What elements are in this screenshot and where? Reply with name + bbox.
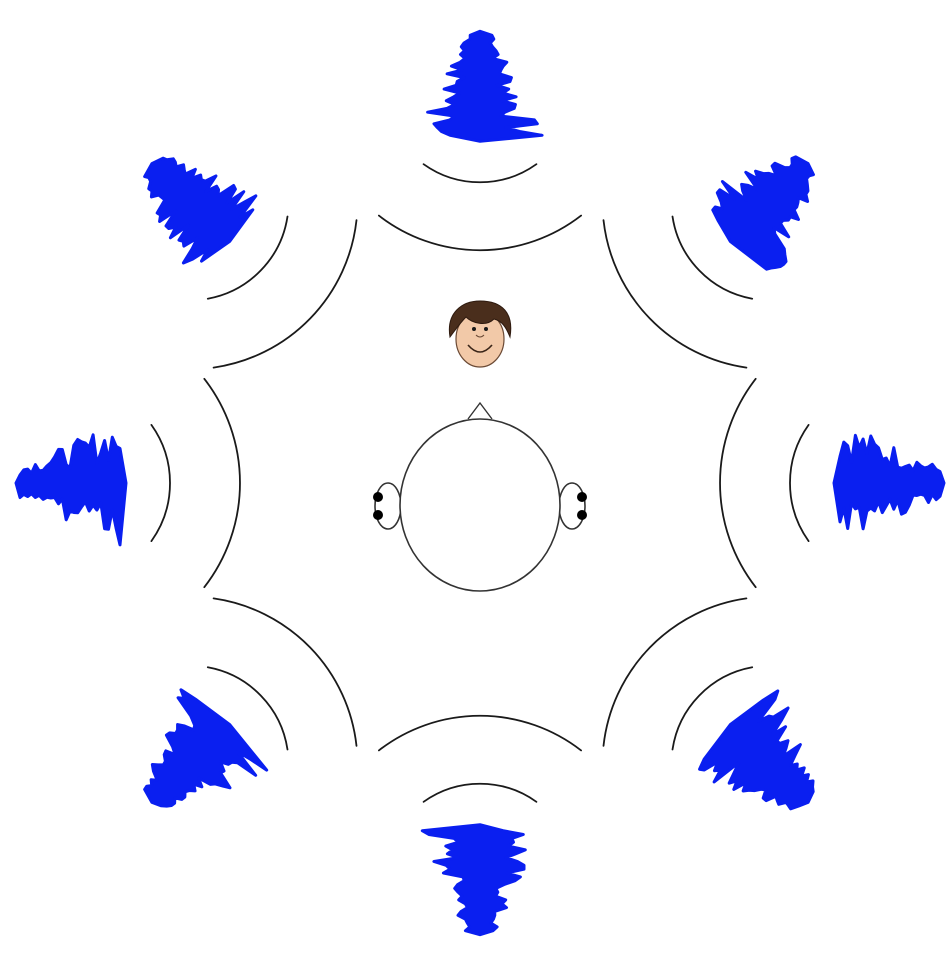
sound-wave-arc [671,215,754,300]
microphone-dot-icon [577,510,587,520]
sound-wave-arc [422,163,538,184]
waveform-icon [711,155,815,271]
waveform-icon [698,689,815,811]
sound-wave-arc [150,424,171,542]
sound-sources [14,29,946,937]
cartoon-face-icon [448,300,512,368]
sound-wave-arc [206,666,289,751]
sound-wave-arc [602,597,748,747]
sound-wave-arc [719,377,757,589]
left-ear [374,482,402,530]
waveform-icon [426,29,544,143]
head-circle [399,418,561,592]
microphone-dot-icon [577,492,587,502]
sound-wave-arc [212,597,358,747]
sound-wave-arc [422,782,538,803]
microphone-dot-icon [373,492,383,502]
sound-wave-arc [203,377,241,589]
waveform-icon [143,688,269,808]
waveform-icon [420,823,527,937]
waveform-icon [832,433,946,531]
sound-wave-arc [378,714,582,752]
waveform-icon [143,156,258,265]
microphone-dot-icon [373,510,383,520]
sound-wave-arc [789,424,810,542]
right-ear [558,482,586,530]
sound-wave-arc [602,219,748,369]
waveform-icon [14,433,128,547]
nose-triangle [467,401,493,420]
head-topview-icon [373,401,587,592]
sound-wave-arc [378,214,582,252]
sound-wave-arcs [150,163,810,803]
sound-wave-arc [671,666,754,751]
sound-wave-arc [206,215,289,300]
sound-wave-arc [212,219,358,369]
